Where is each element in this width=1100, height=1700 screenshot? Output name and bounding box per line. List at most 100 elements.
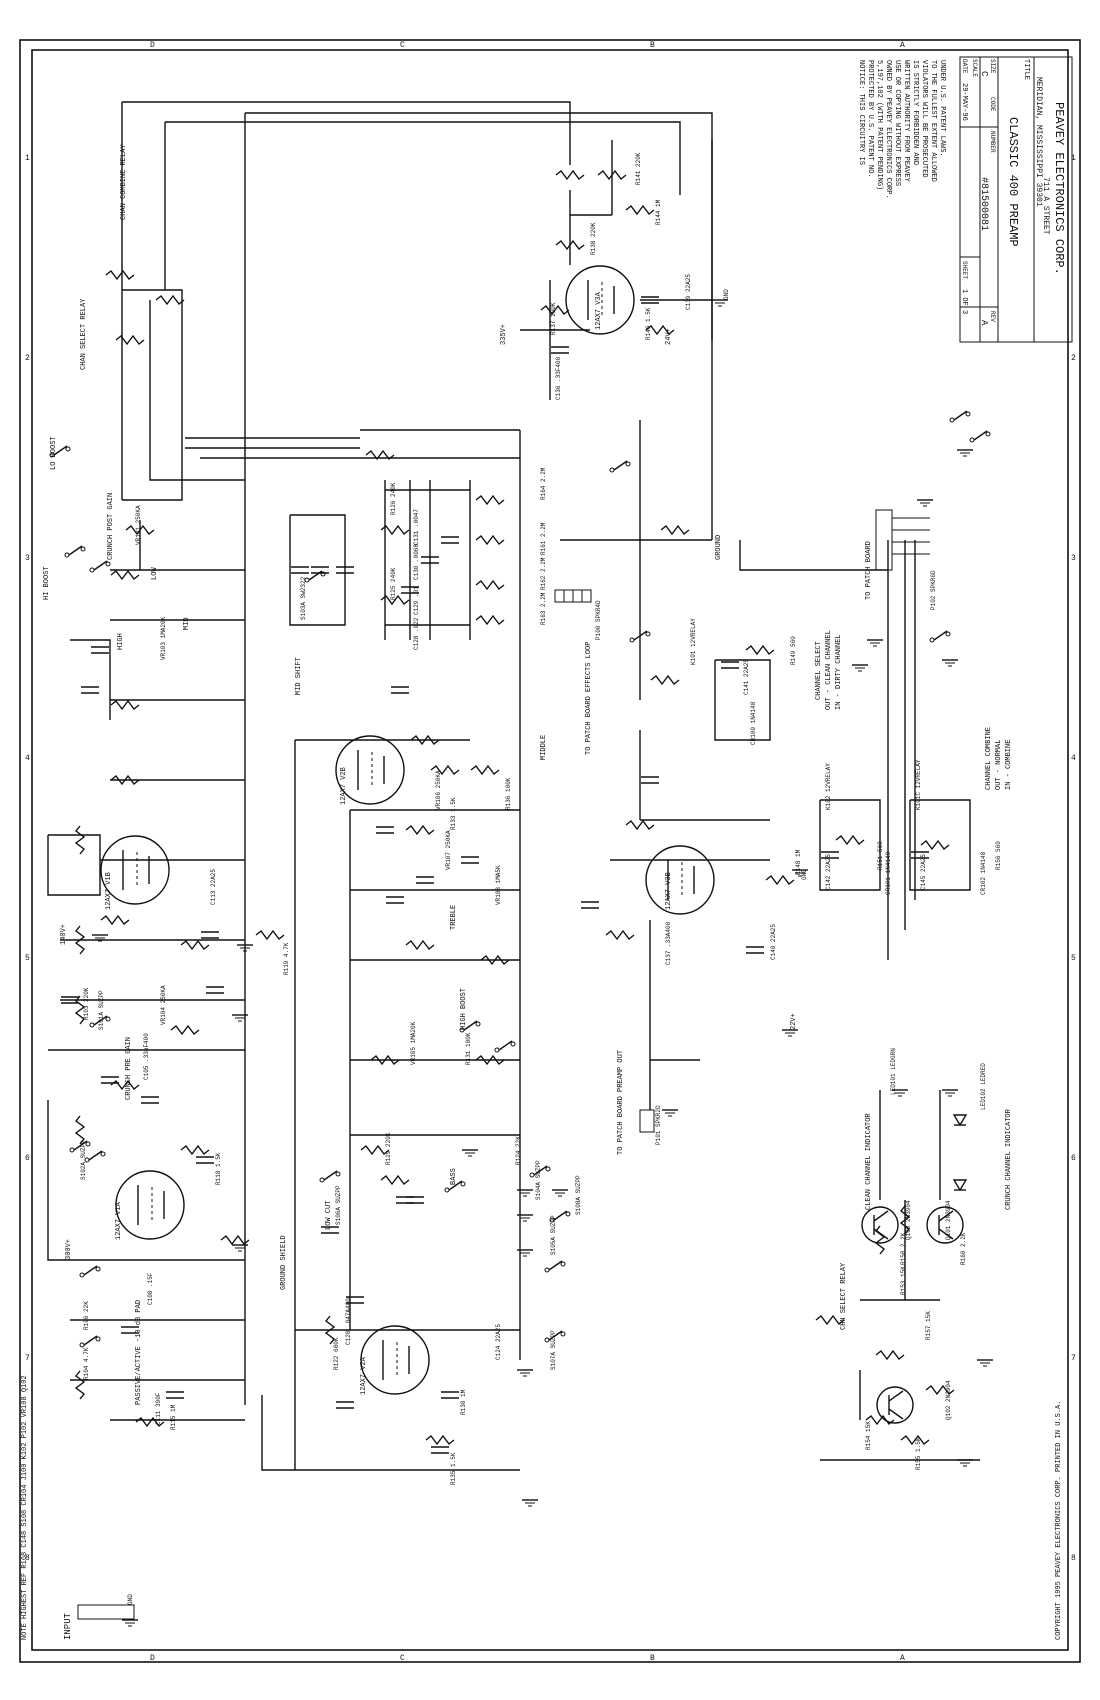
block-label-chn-select-relay2: CHN SELECT RELAY [840,1262,848,1330]
copyright-line: COPYRIGHT 1995 PEAVEY ELECTRONICS CORP. … [1055,1401,1063,1640]
component-ref: C145 22A25 [920,854,927,890]
resistor [324,1315,336,1345]
notice-line: PROTECTED BY U.S. PATENT NO. [866,60,874,178]
zone-number: 6 [25,1154,30,1163]
resistor [660,524,690,536]
supply-rail-label: 300V+ [65,1239,73,1260]
switch-contact [529,1172,535,1178]
block-label-ground-shield: GROUND SHIELD [280,1235,288,1290]
drawing-border [31,49,1069,1651]
zone-number: 5 [1071,954,1076,963]
component-ref: R135 1.5K [450,1452,457,1485]
tube-v3a [565,265,635,335]
block-label-mid-shift: MID SHIFT [295,657,303,695]
block-label-chan-select-relay: CHAN SELECT RELAY [80,298,88,370]
switch-arm [93,560,108,571]
component-ref: R151 560 [877,841,884,870]
zone-number: 6 [1071,1154,1076,1163]
resistor [475,494,505,506]
block-label-passive-active: PASSIVE/ACTIVE -10 dB PAD [135,1300,143,1405]
switch-contact [475,1021,481,1027]
resistor [155,294,185,306]
resistor [110,569,140,581]
resistor [540,304,570,316]
transistor-q101 [876,1386,914,1424]
wiring [47,101,980,1471]
zone-number: 7 [25,1354,30,1363]
component-ref: C105 .33uF400 [143,1033,150,1080]
component-ref: C124 22A25 [495,1324,502,1360]
block-label-high: HIGH [117,633,125,650]
transistor-q100 [861,1206,899,1244]
switch-contact [79,1342,85,1348]
block-label-channel-select: CHANNEL SELECT [815,641,823,700]
component-ref: C131 .0047 [413,509,420,545]
resistor [555,239,585,251]
component-ref: S107A SUZPP [550,1330,557,1370]
zone-letter: D [150,1654,155,1663]
resistor [380,594,410,606]
switch-contact [95,1336,101,1342]
notice-line: TO THE FULLEST EXTENT ALLOWED [929,60,937,182]
resistor [925,1384,955,1396]
company-name: PEAVEY ELECTRONICS CORP. [1052,102,1066,275]
switch-contact [929,637,935,643]
switch-arm [53,445,68,456]
switch-contact [544,1337,550,1343]
component-ref: R129 220K [385,1132,392,1165]
zone-number: 2 [1071,354,1076,363]
resistor [470,764,500,776]
supply-rail-label: 22V+ [790,1013,798,1030]
drawing-title: CLASSIC 400 PREAMP [1006,117,1020,247]
ground-label: GND [723,289,730,300]
component-ref: LED101 LEDGRN [890,1048,897,1095]
component-ref: R137 100K [550,302,557,335]
block-label-low-cut: LOW CUT [325,1201,333,1230]
switch-contact [545,1166,551,1172]
resistor [410,734,440,746]
zone-number: 3 [25,554,30,563]
highest-ref-note: NOTE HIGHEST REF R168 C148 S108 CR104 J1… [21,1375,29,1640]
block-label-hi-boost: HI BOOST [43,566,51,600]
zone-number: 4 [1071,754,1076,763]
component-ref: R163 2.2M [540,592,547,625]
component-ref: P100 SPKR4D [595,600,602,640]
component-ref: S103A SW2322 [300,576,307,620]
switch-contact [510,1041,516,1047]
component-ref: R156 560 [995,841,1002,870]
resistor [815,1314,845,1326]
zone-number: 7 [1071,1354,1076,1363]
component-ref: R106 22K [83,1301,90,1330]
component-ref: CR100 1N4148 [750,701,757,745]
component-ref: R154 15K [865,1421,872,1450]
component-ref: Q101 2N3904 [945,1200,952,1240]
connectors [77,509,930,1620]
number-label: NUMBER [989,131,996,153]
switch-arm [323,1170,338,1181]
block-label-combine: IN - COMBINE [1005,740,1013,790]
component-ref: VR103 1MA20K [160,616,167,660]
resistors [74,169,955,1446]
switch-arm [498,1040,513,1051]
supply-rail-label: 140V+ [60,924,68,945]
switch-arm [88,1150,103,1161]
switch-contact [320,571,326,577]
component-ref: K101 12VRELAY [690,618,697,665]
resistor [360,1144,390,1156]
switch-contact [89,1022,95,1028]
zone-letter: C [400,1654,405,1663]
resistor [835,834,865,846]
led-led102 [952,1179,968,1192]
resistor [745,644,775,656]
component-ref: R103 220K [83,987,90,1020]
led-led101 [952,1114,968,1127]
switch-arm [548,1260,563,1271]
company-address: 711 A STREET [1041,177,1050,235]
switch-contact [560,1331,566,1337]
switch-contact [100,1151,106,1157]
resistor [475,614,505,626]
switch-arm [463,1020,478,1031]
resistor [380,1174,410,1186]
